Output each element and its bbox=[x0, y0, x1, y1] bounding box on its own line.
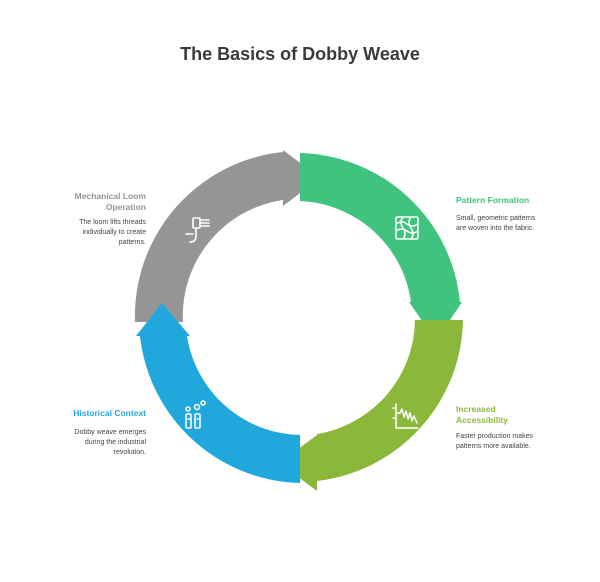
stage-description-historical: Dobby weave emerges during the industria… bbox=[74, 429, 146, 456]
cycle-arrow-historical bbox=[136, 303, 300, 483]
production-chart-icon bbox=[392, 403, 419, 429]
stage-title-accessibility: Increased Accessibility bbox=[456, 404, 508, 425]
diagram-title: The Basics of Dobby Weave bbox=[180, 44, 420, 64]
stage-description-pattern: Small, geometric patterns are woven into… bbox=[456, 215, 536, 232]
cycle-arrow-accessibility bbox=[279, 320, 463, 491]
stage-title-historical: Historical Context bbox=[73, 408, 146, 418]
cycle-arrow-mechanical bbox=[134, 150, 320, 322]
stage-description-mechanical: The loom lifts threads individually to c… bbox=[79, 219, 146, 246]
fabric-pattern-icon bbox=[395, 216, 419, 240]
stage-title-mechanical: Mechanical Loom Operation bbox=[74, 191, 146, 212]
loom-lever-icon bbox=[185, 217, 210, 243]
factory-icon bbox=[185, 400, 206, 429]
stage-title-pattern: Pattern Formation bbox=[456, 195, 530, 205]
cycle-arrow-pattern bbox=[300, 153, 462, 341]
stage-description-accessibility: Faster production makes patterns more av… bbox=[456, 433, 534, 450]
